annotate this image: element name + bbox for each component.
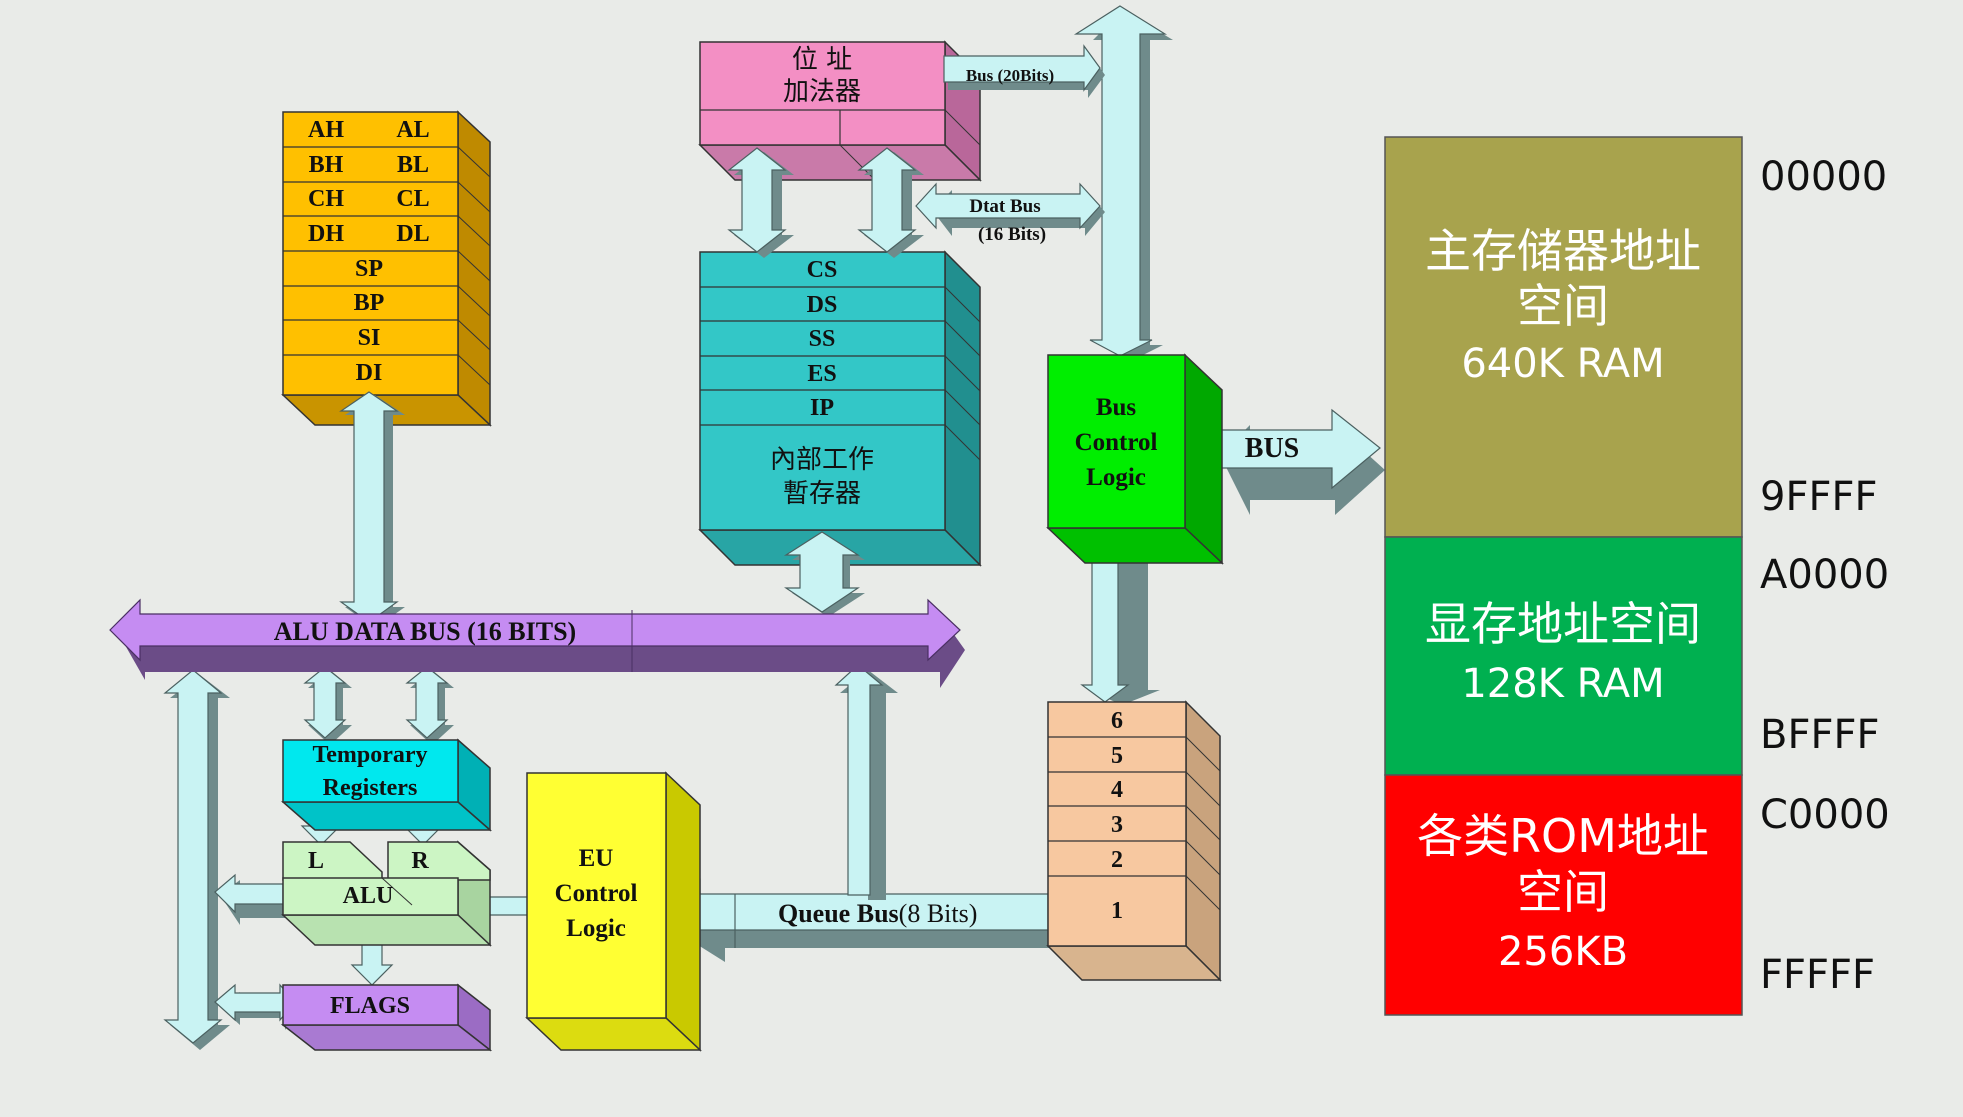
data-bus-label-line2: (16 Bits) [978,224,1046,245]
seg-cs-label: CS [807,257,838,283]
memory-region-video-ram [1384,536,1743,776]
temp-registers-line1: Temporary [312,742,427,768]
queue-bus-label: Queue Bus(8 Bits) [778,899,977,928]
bus-control-line2: Control [1075,429,1158,456]
alu-label: ALU [343,883,394,909]
reg-di-label: DI [356,360,383,386]
queue-slot-5: 5 [1111,743,1123,769]
internal-regs-line2: 暫存器 [783,479,861,509]
seg-ip-label: IP [810,395,834,421]
queue-slot-6: 6 [1111,708,1123,734]
main-ram-line2: 空间 [1517,279,1609,333]
segment-registers: CS DS SS ES IP 內部工作 暫存器 [698,250,982,567]
video-ram-line1: 显存地址空间 [1425,597,1701,651]
alu-data-bus: ALU DATA BUS (16 BITS) [109,598,965,688]
external-bus-label: BUS [1245,433,1299,464]
rom-line1: 各类ROM地址 [1417,809,1709,863]
reg-bp-label: BP [354,290,385,316]
main-ram-line3: 640K RAM [1461,341,1664,387]
reg-sp-label: SP [355,256,383,282]
eu-control-line3: Logic [566,915,626,942]
seg-es-label: ES [807,361,836,387]
alu-l-label: L [308,848,324,874]
alu-r-label: R [411,848,429,874]
flags-label: FLAGS [330,993,410,1019]
data-bus-label-line1: Dtat Bus [969,196,1040,217]
eu-control-logic: EU Control Logic [525,771,702,1052]
temporary-registers: Temporary Registers [281,738,492,832]
video-ram-line2: 128K RAM [1461,661,1664,707]
main-ram-line1: 主存储器地址 [1425,224,1701,278]
reg-dh-label: DH [308,221,344,247]
address-9ffff: 9FFFF [1760,474,1877,520]
queue-slot-1: 1 [1111,898,1123,924]
reg-dl-label: DL [396,221,429,247]
eu-control-line1: EU [579,845,614,872]
alu: L R ALU [281,840,492,947]
address-c0000: C0000 [1760,792,1890,838]
alu-data-bus-label: ALU DATA BUS (16 BITS) [274,617,576,646]
reg-si-label: SI [358,325,381,351]
eu-control-line2: Control [555,880,638,907]
queue-slot-4: 4 [1111,777,1123,803]
rom-line2: 空间 [1517,865,1609,919]
reg-al-label: AL [396,117,429,143]
bus-control-logic: Bus Control Logic [1046,353,1224,565]
memory-region-main-ram [1384,136,1743,538]
queue-slot-3: 3 [1111,812,1123,838]
adder-label-line2: 加法器 [783,77,861,107]
bus-control-line3: Logic [1086,464,1146,491]
reg-bl-label: BL [397,152,429,178]
general-registers: AH AL BH BL CH CL DH DL SP BP SI DI [281,110,492,427]
adder-label-line1: 位 址 [792,45,852,75]
reg-cl-label: CL [396,186,429,212]
bus-20-label: Bus (20Bits) [966,66,1054,85]
seg-ss-label: SS [809,326,836,352]
reg-ah-label: AH [308,117,344,143]
reg-bh-label: BH [309,152,344,178]
address-00000: 00000 [1760,154,1887,200]
memory-region-rom [1384,774,1743,1016]
reg-ch-label: CH [308,186,344,212]
temp-registers-line2: Registers [323,775,418,801]
flags-register: FLAGS [280,983,493,1052]
address-a0000: A0000 [1760,552,1889,598]
address-bffff: BFFFF [1760,712,1879,758]
queue-slot-2: 2 [1111,847,1123,873]
address-fffff: FFFFF [1760,952,1875,998]
seg-ds-label: DS [807,292,838,318]
bus-control-line1: Bus [1096,394,1137,421]
internal-regs-line1: 內部工作 [770,445,874,475]
memory-map: 主存储器地址 空间 640K RAM 显存地址空间 128K RAM 各类ROM… [1384,136,1890,1016]
instruction-queue: 6 5 4 3 2 1 [1046,700,1222,982]
rom-line3: 256KB [1498,929,1628,975]
